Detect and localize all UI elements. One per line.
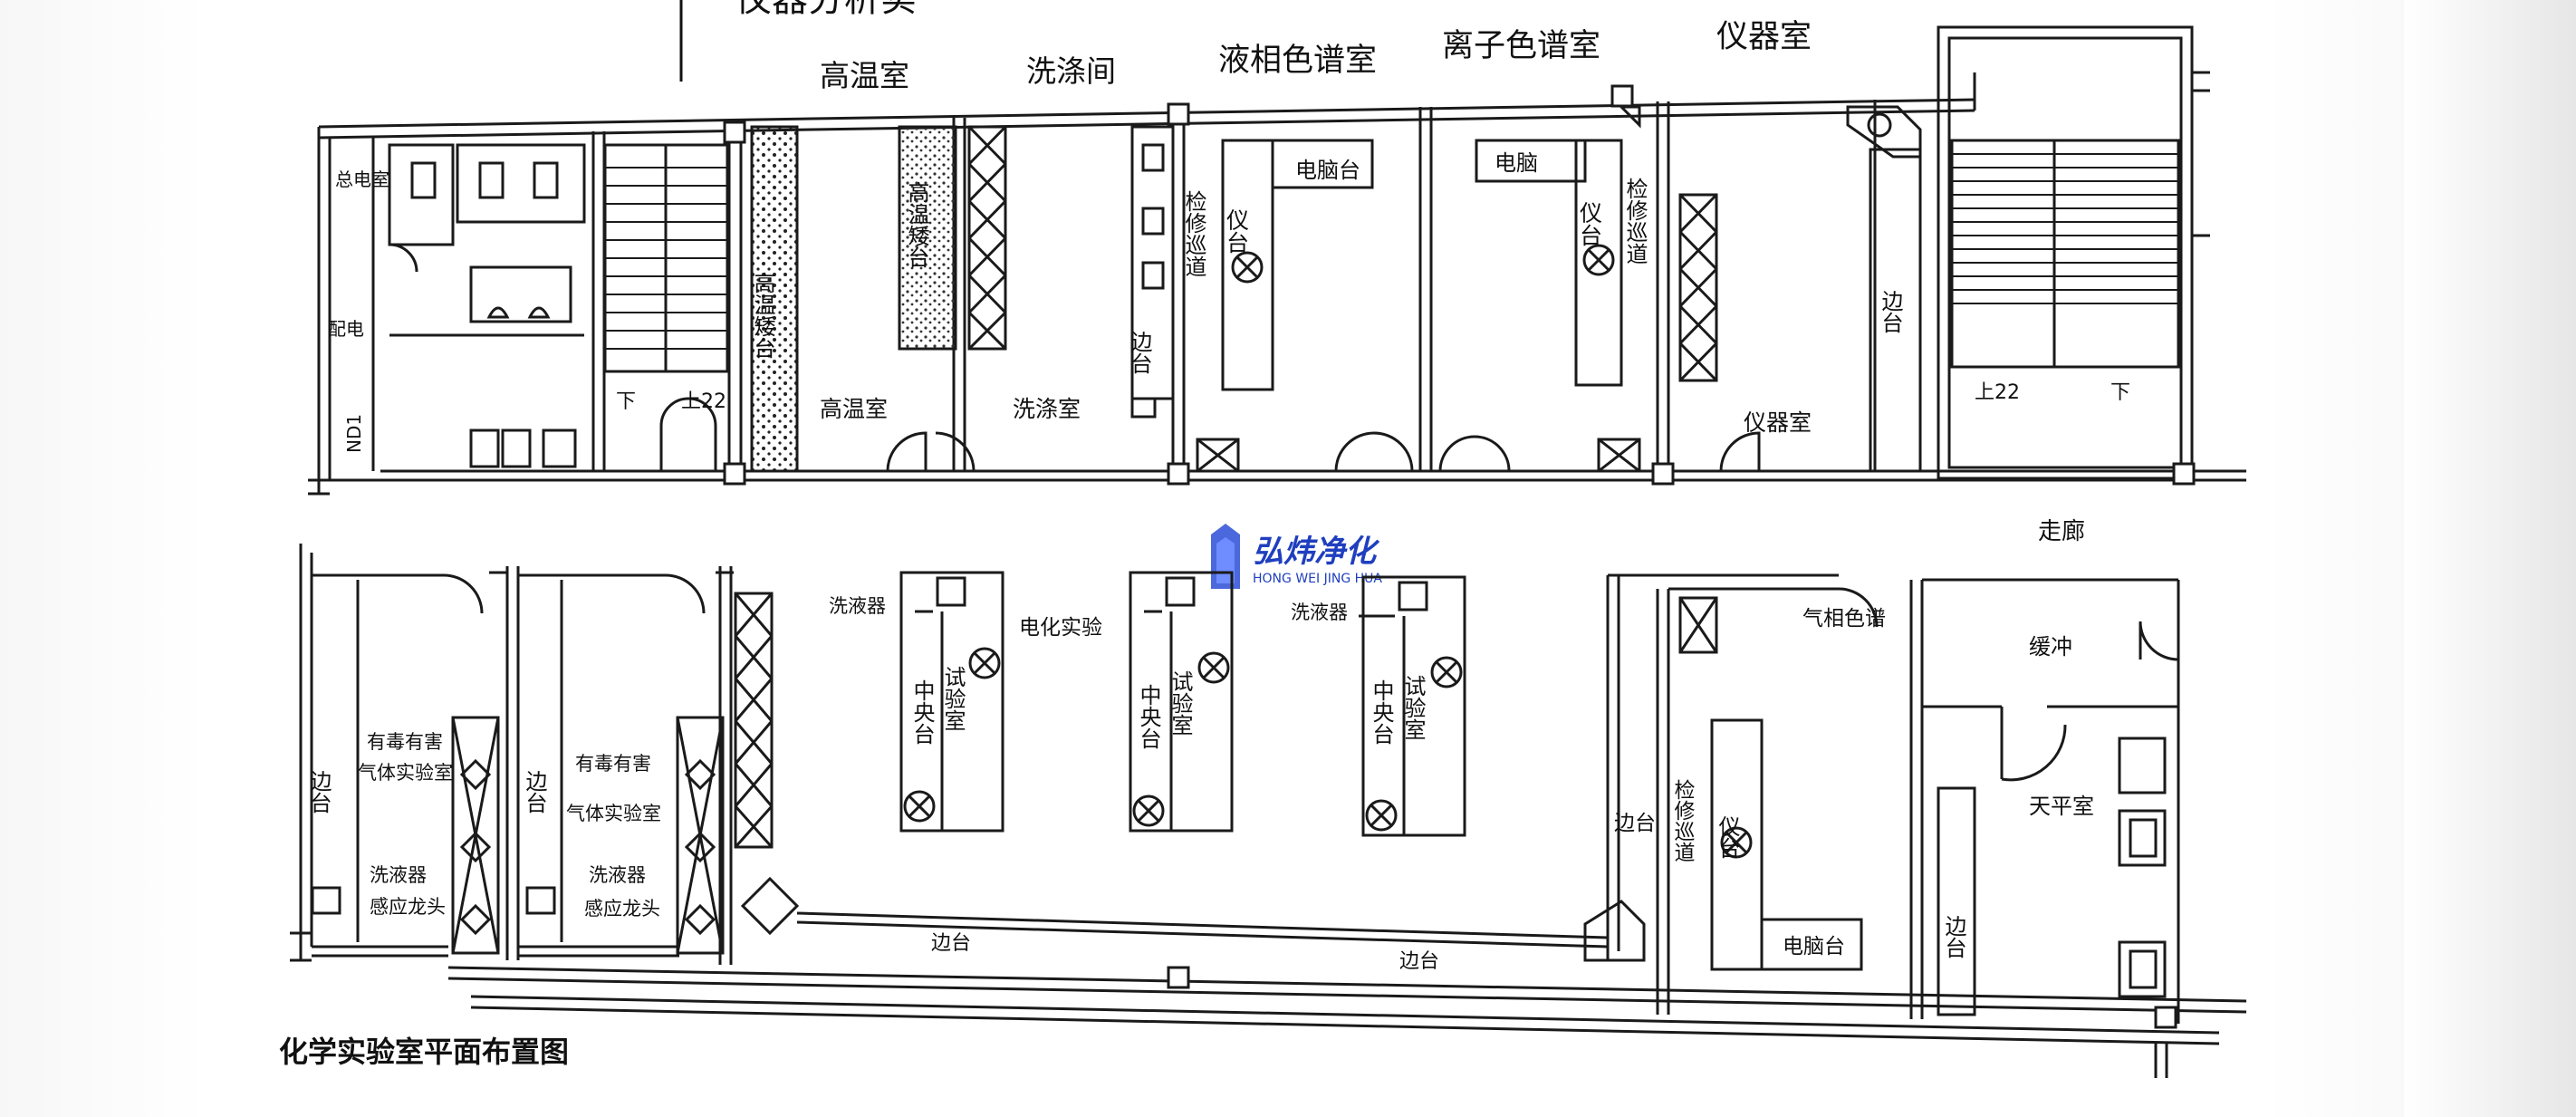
room-title-high-temp: 高温室 — [820, 58, 909, 93]
top-block-walls — [308, 25, 2246, 496]
label-computer-ic: 电脑 — [1495, 150, 1538, 176]
label-side-bench-b2: 边台 — [522, 770, 547, 814]
label-side-bench-c2: 边台 — [1399, 950, 1439, 973]
label-toxic-lab-1a: 有毒有害 — [367, 731, 443, 753]
figure-caption: 化学实验室平面布置图 — [279, 1035, 569, 1069]
label-eyewash-b2: 洗液器 — [589, 864, 646, 886]
room-title-lc: 液相色谱室 — [1218, 43, 1377, 79]
label-maint-aisle-lc: 检修巡道 — [1181, 190, 1206, 277]
label-maint-aisle-ic: 检修巡道 — [1622, 178, 1648, 265]
svg-text:高温矮台: 高温矮台 — [904, 181, 929, 268]
label-sensor-tap-b1: 感应龙头 — [370, 896, 446, 918]
label-eyewash-c1: 洗液器 — [829, 595, 886, 617]
label-center-bench-2: 中央台 — [1136, 684, 1161, 749]
label-instrument-bench-lc: 仪台 — [1224, 208, 1250, 254]
label-eyewash-c3: 洗液器 — [1291, 602, 1348, 623]
label-instrument-bench-ic: 仪台 — [1577, 201, 1603, 246]
label-side-bench-lc: 边台 — [1127, 331, 1152, 374]
label-toxic-lab-1b: 气体实验室 — [358, 762, 453, 784]
label-toxic-lab-2a: 有毒有害 — [575, 753, 651, 775]
label-instrument-bench-r: 仪台 — [1715, 815, 1740, 859]
label-distribution: 配电 — [328, 318, 364, 340]
label-main-electric: 总电室 — [335, 169, 389, 190]
label-side-bench-c1: 边台 — [931, 932, 971, 955]
label-high-temp-room: 高温室 — [820, 396, 888, 422]
label-buffer: 缓冲 — [2029, 634, 2072, 660]
label-test-lab-2: 试验室 — [1168, 670, 1193, 736]
bottom-block-walls — [290, 544, 2247, 1078]
watermark-pinyin: HONG WEI JING HUA — [1253, 572, 1382, 586]
stair2-up-label: 上22 — [1975, 381, 2020, 404]
label-toxic-lab-2b: 气体实验室 — [566, 803, 661, 824]
label-high-bench-1: 高温矮台 — [750, 272, 775, 359]
room-title-instrument: 仪器室 — [1716, 19, 1812, 55]
label-high-bench-2: 高温矮台 — [904, 181, 929, 268]
label-computer-bench-r: 电脑台 — [1783, 935, 1845, 958]
label-gc: 气相色谱 — [1802, 607, 1886, 631]
room-title-ic: 离子色谱室 — [1442, 28, 1600, 64]
label-side-bench-r2: 边台 — [1941, 915, 1966, 958]
label-sensor-tap-b2: 感应龙头 — [584, 898, 660, 920]
stair2-down-label: 下 — [2110, 381, 2130, 404]
label-center-bench-1: 中央台 — [909, 679, 935, 745]
label-side-bench-instrument: 边台 — [1878, 290, 1903, 333]
watermark-brand: 弘炜净化 — [1253, 534, 1380, 570]
label-electrochem: 电化实验 — [1019, 616, 1102, 640]
label-test-lab-1: 试验室 — [940, 666, 966, 731]
label-side-bench-r1: 边台 — [1614, 812, 1656, 835]
label-corridor: 走廊 — [2038, 518, 2085, 545]
label-computer-bench-lc: 电脑台 — [1295, 158, 1360, 183]
label-center-bench-3: 中央台 — [1369, 679, 1394, 745]
label-maint-aisle-r: 检修巡道 — [1670, 779, 1696, 862]
room-title-wash: 洗涤间 — [1026, 53, 1116, 89]
top-heading-partial: 仪器分析实 — [735, 0, 917, 20]
label-side-bench-b1: 边台 — [306, 770, 332, 814]
label-instrument-room: 仪器室 — [1744, 409, 1812, 436]
svg-text:高温矮台: 高温矮台 — [750, 272, 775, 359]
stair1-down-label: 下 — [616, 390, 636, 413]
page-edge-shadow — [2404, 0, 2576, 1117]
label-wash-room: 洗涤室 — [1013, 396, 1081, 422]
label-eyewash-b1: 洗液器 — [370, 864, 427, 886]
label-test-lab-3: 试验室 — [1400, 675, 1426, 740]
label-balance-room: 天平室 — [2029, 794, 2094, 819]
label-nd1: ND1 — [343, 414, 365, 453]
stair1-up-label: 上22 — [681, 390, 726, 413]
watermark-logo: 弘炜净化 HONG WEI JING HUA — [1211, 524, 1382, 589]
